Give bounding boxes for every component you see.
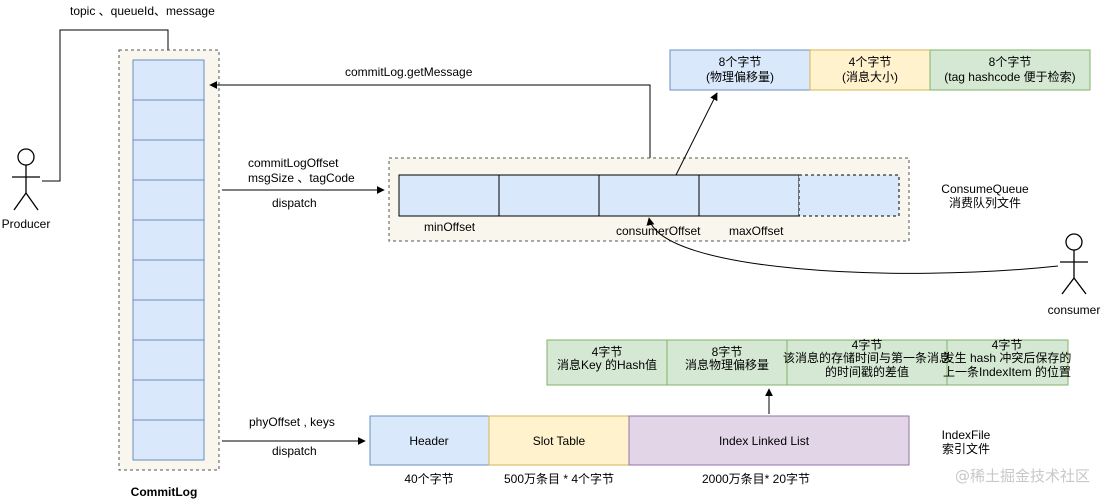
indexfile-sublabel: 索引文件: [942, 441, 990, 456]
prev-field-desc1: 发生 hash 冲突后保存的: [943, 350, 1072, 365]
phyoffset-field-size: 8字节: [712, 344, 743, 359]
consumequeue-cell-pending: [798, 174, 900, 217]
prev-field-desc2: 上一条IndexItem 的位置: [943, 364, 1071, 379]
get-message-arrow: [209, 81, 651, 175]
cq-dispatch-line3: dispatch: [272, 196, 317, 210]
commitlog-cell: [132, 139, 205, 181]
cq-field-offset-size: 8个字节: [719, 54, 762, 69]
consumequeue-sublabel: 消费队列文件: [949, 195, 1021, 210]
if-dispatch-line2: dispatch: [272, 444, 317, 458]
consumer-offset-label: consumerOffset: [616, 224, 701, 238]
linked-list-section-label: Index Linked List: [719, 434, 810, 448]
commitlog-cell: [132, 99, 205, 141]
commitlog-cell: [132, 219, 205, 261]
cq-entry-arrow: [675, 92, 718, 176]
hash-field-size: 4字节: [592, 344, 623, 359]
prev-field-size: 4字节: [992, 337, 1023, 352]
commitlog-cell: [132, 379, 205, 421]
indexfile-slot-table-section: [488, 415, 630, 466]
cq-field-size-desc: (消息大小): [842, 69, 898, 84]
header-size-label: 40个字节: [404, 471, 453, 486]
indexfile-linked-list-section: [628, 415, 910, 466]
consumequeue-cells: [398, 174, 800, 217]
consumer-to-offset-arrow: [646, 217, 1059, 274]
consumequeue-label: ConsumeQueue: [941, 182, 1029, 196]
get-message-label: commitLog.getMessage: [345, 65, 473, 79]
max-offset-label: maxOffset: [729, 224, 784, 238]
indexfile-header-section: [369, 415, 490, 466]
consumequeue-cell: [598, 174, 700, 217]
commitlog-cell: [132, 419, 205, 461]
cq-field-offset-desc: (物理偏移量): [706, 69, 774, 84]
consumequeue-cell: [398, 174, 500, 217]
index-field-hash: [546, 339, 668, 386]
min-offset-label: minOffset: [424, 220, 476, 234]
consumequeue-cell: [698, 174, 800, 217]
timediff-field-size: 4字节: [852, 337, 883, 352]
producer-to-commitlog-arrow: [42, 29, 172, 182]
watermark: @稀土掘金技术社区: [955, 467, 1090, 485]
hash-field-desc: 消息Key 的Hash值: [557, 357, 657, 372]
consumequeue-cell: [498, 174, 600, 217]
cq-field-tag-desc: (tag hashcode 便于检索): [944, 69, 1075, 84]
cq-entry-field-offset: [669, 49, 811, 91]
consumer-actor: [1060, 233, 1088, 295]
commitlog-cell: [132, 259, 205, 301]
index-field-phyoffset: [666, 339, 788, 386]
slot-table-size-label: 500万条目 * 4个字节: [504, 471, 614, 486]
commitlog-cell: [132, 59, 205, 101]
cq-entry-fields: 8个字节 (物理偏移量) 4个字节 (消息大小) 8个字节 (tag hashc…: [669, 49, 1091, 91]
commitlog-cell: [132, 179, 205, 221]
commitlog-cells: [132, 59, 205, 461]
indexfile-sections: Header Slot Table Index Linked List 40个字…: [369, 415, 910, 486]
index-field-prev: [946, 339, 1069, 386]
phyoffset-field-desc: 消息物理偏移量: [685, 357, 769, 372]
cq-dispatch-line1: commitLogOffset: [248, 156, 339, 170]
index-field-timediff: [786, 339, 948, 386]
cq-field-tag-size: 8个字节: [989, 54, 1032, 69]
commitlog-cell: [132, 299, 205, 341]
if-dispatch-line1: phyOffset , keys: [249, 415, 335, 429]
cq-dispatch-line2: msgSize 、tagCode: [248, 171, 355, 185]
timediff-field-desc1: 该消息的存储时间与第一条消息: [783, 350, 951, 365]
producer-label: Producer: [2, 217, 51, 231]
index-item-fields: 4字节 消息Key 的Hash值 8字节 消息物理偏移量 4字节 该消息的存储时…: [546, 337, 1072, 386]
consumer-label: consumer: [1048, 303, 1101, 317]
timediff-field-desc2: 的时间戳的差值: [825, 364, 909, 379]
producer-actor: [12, 148, 40, 211]
cq-field-size-size: 4个字节: [849, 54, 892, 69]
linked-list-size-label: 2000万条目* 20字节: [702, 471, 810, 486]
cq-entry-field-tag: [929, 49, 1091, 91]
indexfile-label: IndexFile: [942, 428, 991, 442]
commitlog-cell: [132, 339, 205, 381]
commitlog-input-label: topic 、queueId、message: [70, 4, 215, 18]
commitlog-label: CommitLog: [131, 485, 198, 499]
slot-table-section-label: Slot Table: [533, 434, 586, 448]
header-section-label: Header: [409, 434, 448, 448]
